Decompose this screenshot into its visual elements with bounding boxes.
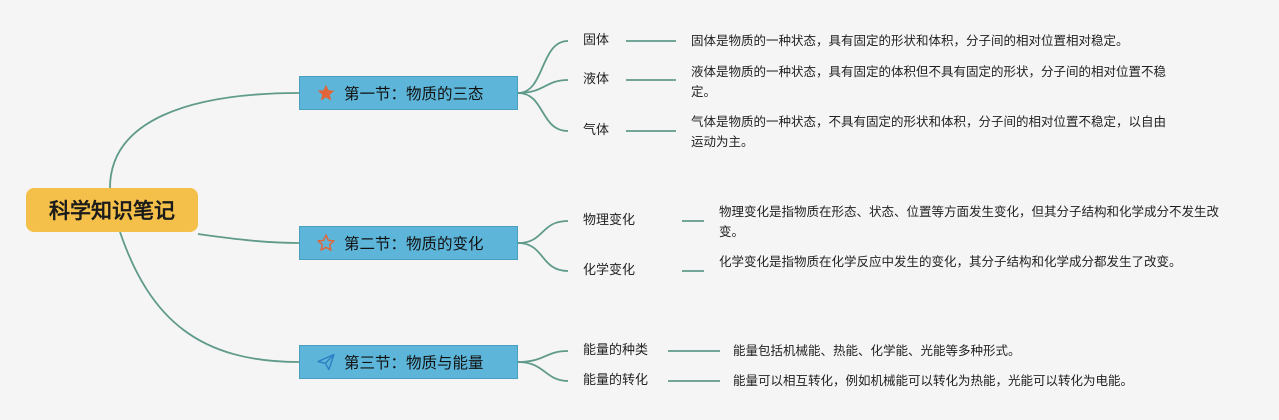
topic-chemical-change[interactable]: 化学变化 bbox=[583, 263, 636, 278]
section-title: 第二节：物质的变化 bbox=[344, 235, 484, 253]
desc-energy-conversion: 能量可以相互转化，例如机械能可以转化为热能，光能可以转化为电能。 bbox=[733, 373, 1134, 388]
topic-gas[interactable]: 气体 bbox=[583, 123, 610, 138]
topic-solid[interactable]: 固体 bbox=[583, 33, 610, 48]
star-outline-icon bbox=[316, 233, 336, 253]
root-node[interactable]: 科学知识笔记 bbox=[26, 188, 198, 232]
desc-gas: 气体是物质的一种状态，不具有固定的形状和体积，分子间的相对位置不稳定，以自由运动… bbox=[691, 114, 1167, 149]
desc-liquid: 液体是物质的一种状态，具有固定的体积但不具有固定的形状，分子间的相对位置不稳定。 bbox=[691, 64, 1167, 99]
topic-energy-types[interactable]: 能量的种类 bbox=[583, 343, 649, 358]
desc-physical-change: 物理变化是指物质在形态、状态、位置等方面发生变化，但其分子结构和化学成分不发生改… bbox=[719, 204, 1220, 239]
topic-liquid[interactable]: 液体 bbox=[583, 72, 610, 87]
section-node-1[interactable]: 第一节：物质的三态 bbox=[299, 76, 518, 110]
paper-plane-icon bbox=[316, 352, 336, 372]
desc-chemical-change: 化学变化是指物质在化学反应中发生的变化，其分子结构和化学成分都发生了改变。 bbox=[719, 254, 1182, 269]
topic-physical-change[interactable]: 物理变化 bbox=[583, 213, 636, 228]
section-title: 第一节：物质的三态 bbox=[344, 85, 484, 103]
section-title: 第三节：物质与能量 bbox=[344, 354, 484, 372]
desc-solid: 固体是物质的一种状态，具有固定的形状和体积，分子间的相对位置相对稳定。 bbox=[691, 33, 1129, 48]
star-filled-icon bbox=[316, 83, 336, 103]
topic-energy-conversion[interactable]: 能量的转化 bbox=[583, 373, 649, 388]
section-node-2[interactable]: 第二节：物质的变化 bbox=[299, 226, 518, 260]
desc-energy-types: 能量包括机械能、热能、化学能、光能等多种形式。 bbox=[733, 343, 1021, 358]
section-node-3[interactable]: 第三节：物质与能量 bbox=[299, 345, 518, 379]
